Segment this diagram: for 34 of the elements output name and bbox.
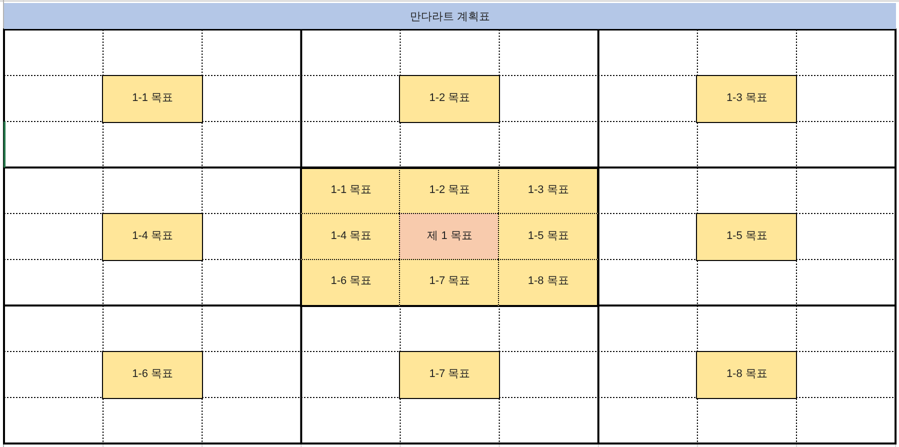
goal-cell (399, 350, 500, 398)
goal-cell (102, 212, 204, 260)
goal-text: 1-3 목표 (726, 92, 768, 106)
goal-text: 1-5 목표 (528, 230, 569, 244)
goal-cell (300, 212, 402, 260)
goal-text: 1-8 목표 (528, 275, 569, 289)
goal-cell (102, 350, 204, 398)
goal-cell (399, 212, 500, 260)
goal-text: 1-7 목표 (429, 275, 470, 289)
goal-cell (300, 258, 402, 306)
goal-cell (300, 166, 402, 214)
goal-cell (498, 212, 600, 260)
goal-text: 1-6 목표 (132, 368, 174, 382)
goal-text: 1-5 목표 (726, 230, 768, 244)
goal-text: 1-2 목표 (429, 92, 470, 106)
goal-cell (498, 258, 600, 306)
goal-cell (696, 350, 798, 398)
goal-cell (696, 212, 798, 260)
goal-text: 1-1 목표 (330, 184, 372, 198)
goal-cell (498, 166, 600, 214)
goal-cell (399, 74, 500, 122)
goal-cell (696, 74, 798, 122)
goal-cell (399, 258, 500, 306)
goal-text: 1-6 목표 (330, 275, 372, 289)
goal-text: 1-7 목표 (429, 368, 470, 382)
goal-text: 1-2 목표 (429, 184, 470, 198)
goal-text: 제 1 목표 (427, 230, 472, 244)
goal-cell (102, 74, 204, 122)
goal-text: 1-4 목표 (132, 230, 174, 244)
goal-text: 1-8 목표 (726, 368, 768, 382)
goal-text: 1-1 목표 (132, 92, 174, 106)
goal-text: 1-3 목표 (528, 184, 569, 198)
table-title: 만다라트 계획표 (410, 10, 490, 24)
goal-text: 1-4 목표 (330, 230, 372, 244)
